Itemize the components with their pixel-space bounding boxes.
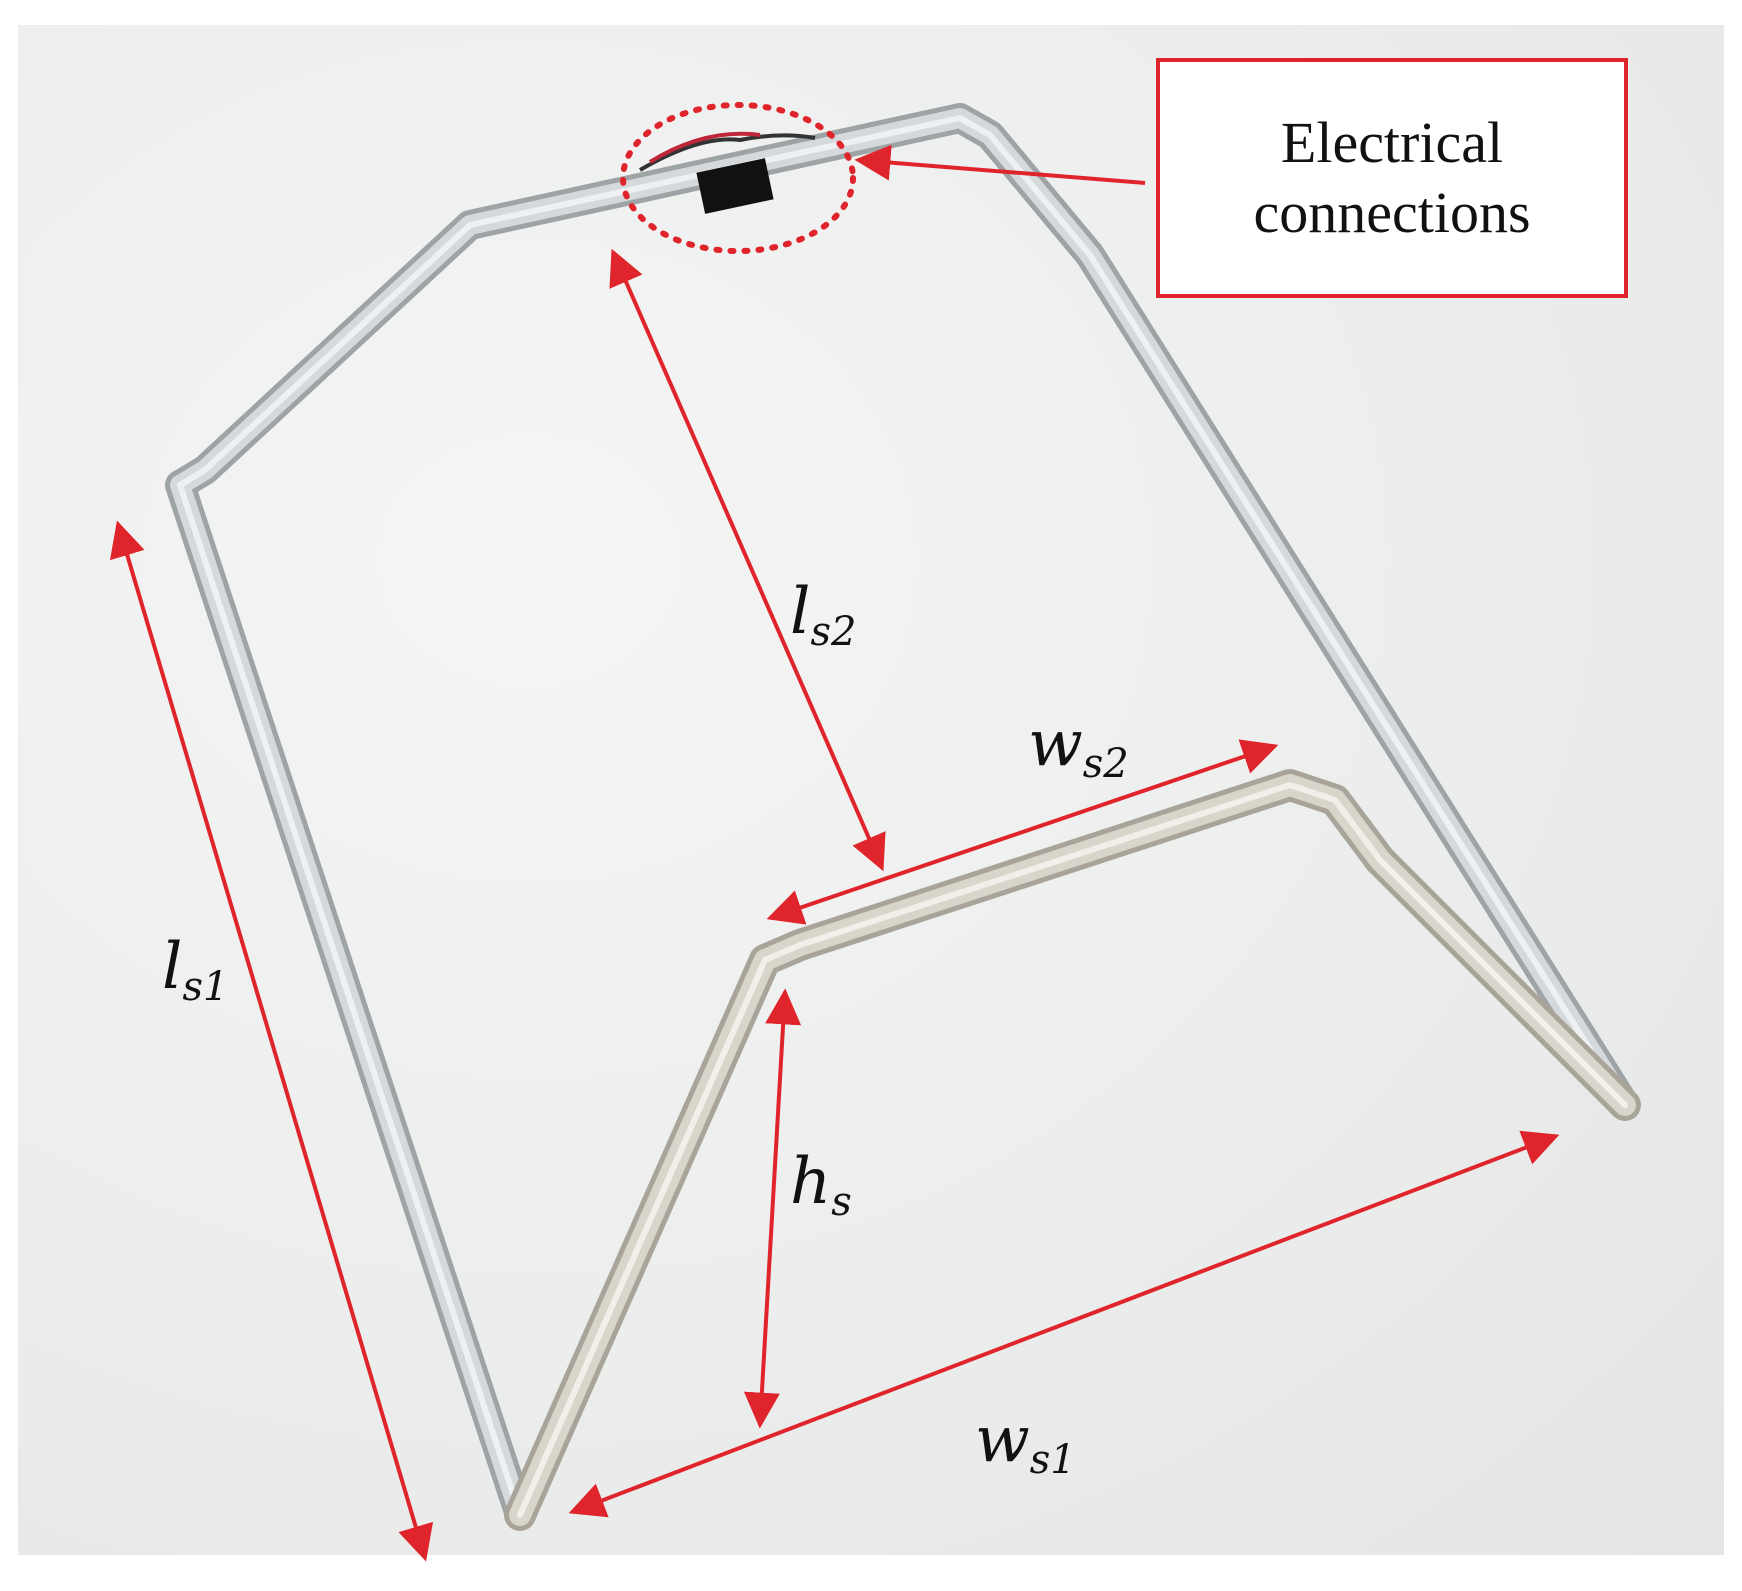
callout-box: Electrical connections: [1156, 58, 1628, 298]
dimension-arrow-ls2: [609, 248, 886, 872]
label-ls1: ls1: [162, 930, 229, 1010]
dimension-arrow-ws1: [568, 1130, 1560, 1518]
callout-line-2: connections: [1253, 180, 1531, 245]
label-hs: hs: [790, 1145, 852, 1225]
dimension-arrow-ls1: [109, 520, 434, 1562]
dimension-arrow-ws2: [766, 739, 1279, 925]
callout-arrow: [854, 144, 1146, 185]
label-ws2: ws2: [1028, 707, 1129, 787]
tube-outer-loop: [165, 103, 1640, 1530]
label-ls2: ls2: [790, 575, 857, 655]
electrical-connector: [620, 102, 856, 254]
dimension-arrow-hs: [743, 988, 802, 1429]
label-ws1: ws1: [975, 1403, 1076, 1483]
callout-line-1: Electrical: [1280, 110, 1504, 176]
metal-tube-frame: [165, 103, 1641, 1531]
